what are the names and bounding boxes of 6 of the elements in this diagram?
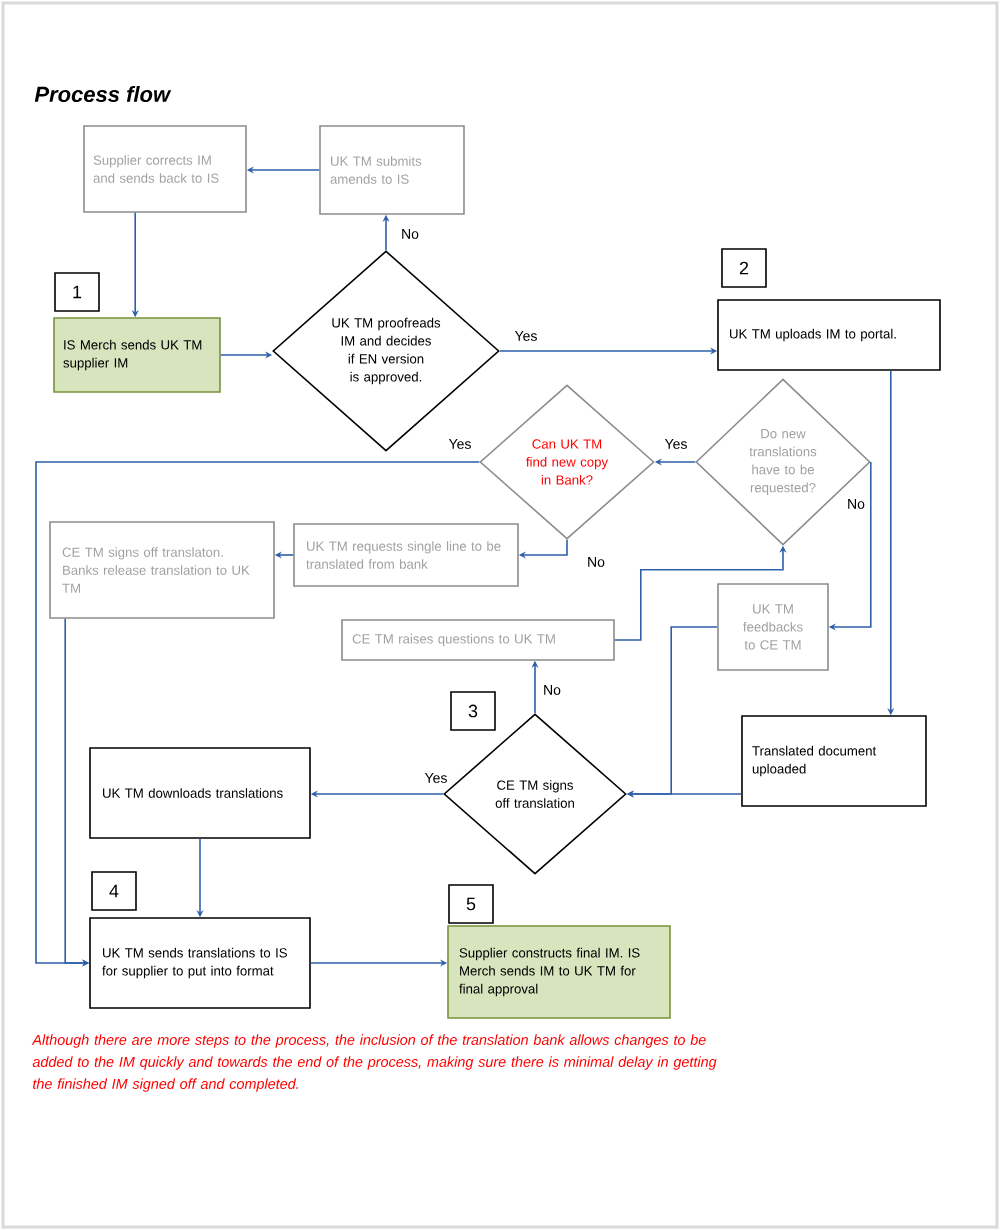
- step-number: 4: [91, 871, 137, 911]
- step-number: 5: [448, 884, 494, 924]
- step-number: 2: [721, 248, 767, 288]
- step-number: 3: [450, 691, 496, 731]
- step-number: 1: [54, 272, 100, 312]
- title: Process flow: [34, 85, 172, 103]
